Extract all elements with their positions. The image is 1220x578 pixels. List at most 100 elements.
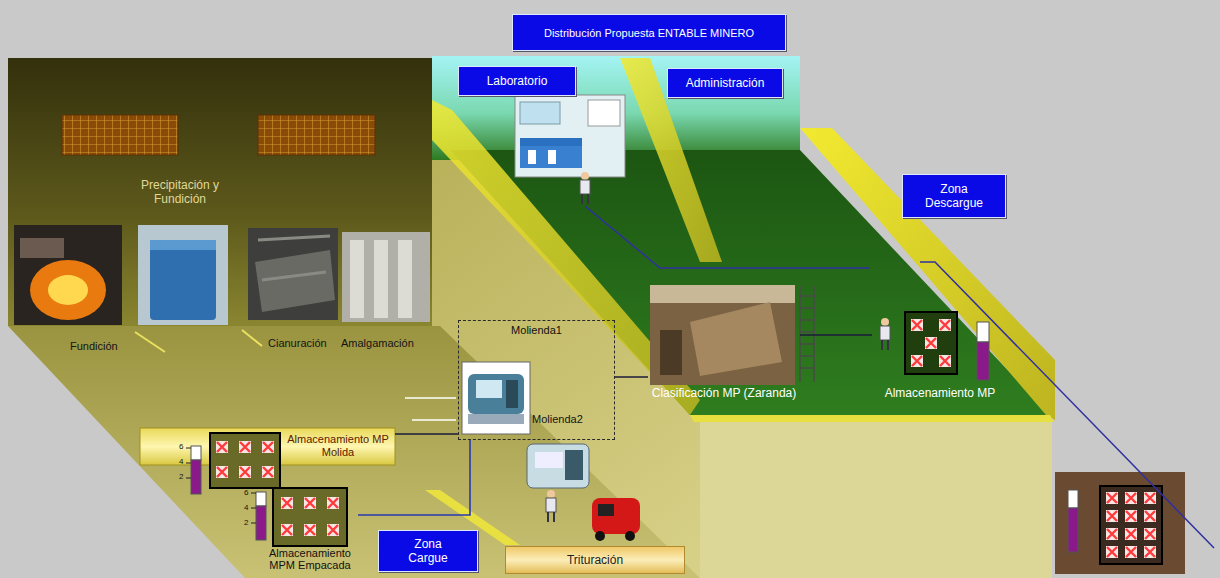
storage-mark	[304, 524, 316, 536]
storage-station: Almacenamiento MP	[872, 308, 1008, 402]
mill-window	[476, 380, 502, 398]
node-text: Almacenamiento MPM Empacada	[264, 547, 356, 571]
photo-frame	[650, 285, 795, 385]
mill-body	[527, 444, 589, 488]
worker-legs	[548, 512, 554, 522]
gauge-number: 6	[244, 488, 248, 497]
gauge-ticks	[251, 493, 256, 523]
route-line	[920, 262, 1214, 548]
crusher-body	[592, 498, 640, 534]
mill-door	[565, 450, 583, 480]
photo-detail	[374, 240, 388, 318]
worker-body	[880, 326, 890, 340]
lower-block	[700, 420, 1052, 578]
storage-mark	[939, 319, 951, 331]
floor-edge	[690, 415, 1054, 422]
zone-label: Zona Cargue	[378, 530, 478, 572]
gauge-number: 4	[179, 457, 183, 466]
crusher-hopper	[598, 504, 614, 516]
storage-mark	[216, 441, 228, 453]
node-text: Precipitación y Fundición	[118, 178, 242, 206]
photo-detail	[255, 250, 335, 312]
title-text: Distribución Propuesta ENTABLE MINERO	[544, 26, 754, 40]
storage-mark	[262, 466, 274, 478]
window	[520, 102, 560, 124]
node-text: Clasificación MP (Zaranda)	[650, 386, 798, 400]
floor-marking	[405, 398, 456, 420]
floor-marking	[135, 330, 262, 352]
worker-body	[546, 498, 556, 512]
amalgam-photo	[342, 232, 430, 322]
mill-base	[468, 414, 524, 424]
mill-icon	[527, 444, 589, 488]
node-text: Laboratorio	[487, 74, 548, 88]
gauge-ticks	[186, 448, 191, 478]
storage-mark	[1144, 546, 1156, 558]
furnace-core	[48, 275, 88, 305]
worker-figure	[546, 490, 556, 522]
storage-pile	[905, 312, 957, 374]
ladder	[800, 286, 814, 382]
node-text: Administración	[686, 76, 765, 90]
photo-detail	[258, 236, 330, 280]
lab-bench	[520, 138, 582, 146]
crusher-wheel	[595, 531, 605, 541]
process-band: Trituración	[505, 546, 685, 574]
screen-station: Clasificación MP (Zaranda)	[648, 283, 800, 402]
room-label: Administración	[667, 68, 783, 98]
storage-mark	[239, 441, 251, 453]
room-label: Laboratorio	[458, 66, 576, 96]
level-gauge	[977, 342, 989, 380]
storage-mark	[1144, 492, 1156, 504]
node-text: Almacenamiento MP Molida	[285, 433, 391, 459]
level-gauge	[1068, 490, 1078, 508]
stockpile-photo	[1055, 472, 1185, 574]
photo-detail	[350, 240, 364, 318]
storage-band: Almacenamiento MP Molida	[140, 428, 395, 465]
storage-mark	[1144, 510, 1156, 522]
cyanide-photo	[248, 228, 338, 320]
photo-frame	[248, 228, 338, 320]
storage-pile	[1100, 486, 1162, 564]
grate	[258, 115, 375, 155]
lab-cabinet	[520, 146, 582, 168]
worker-head	[547, 490, 555, 498]
mill-window	[535, 452, 563, 468]
storage-mark	[939, 355, 951, 367]
photo-detail	[398, 240, 412, 318]
node-text: Zona Cargue	[395, 537, 461, 565]
storage-mark	[911, 319, 923, 331]
storage-mark	[911, 355, 923, 367]
area-label: Cianuración	[268, 337, 327, 350]
photo-frame	[515, 95, 625, 177]
worker-body	[580, 180, 590, 194]
tank-lid	[150, 240, 216, 250]
storage-mark	[239, 466, 251, 478]
photo-detail	[20, 238, 64, 258]
worker-legs	[582, 194, 588, 204]
roof	[650, 285, 795, 303]
screen-photo	[650, 285, 795, 385]
node-text: Almacenamiento MP	[874, 386, 1006, 400]
mill-door	[506, 380, 518, 408]
lab-photo	[515, 95, 625, 177]
photo-frame	[342, 232, 430, 322]
gauge-number: 2	[179, 472, 183, 481]
storage-station: Almacenamiento MPM Empacada	[262, 486, 358, 571]
storage-mark	[327, 524, 339, 536]
furnace-glow	[30, 260, 106, 320]
gauge-number: 6	[179, 442, 183, 451]
mill-icon	[462, 362, 530, 434]
area-label: Molienda2	[532, 413, 583, 426]
photo-frame	[14, 225, 122, 325]
chair	[548, 150, 556, 164]
tank	[150, 240, 216, 320]
storage-mark	[1106, 492, 1118, 504]
storage-mark	[281, 497, 293, 509]
tank-photo	[138, 225, 228, 325]
process-area: Precipitación y Fundición	[8, 58, 432, 326]
gauge-number: 4	[244, 503, 248, 512]
